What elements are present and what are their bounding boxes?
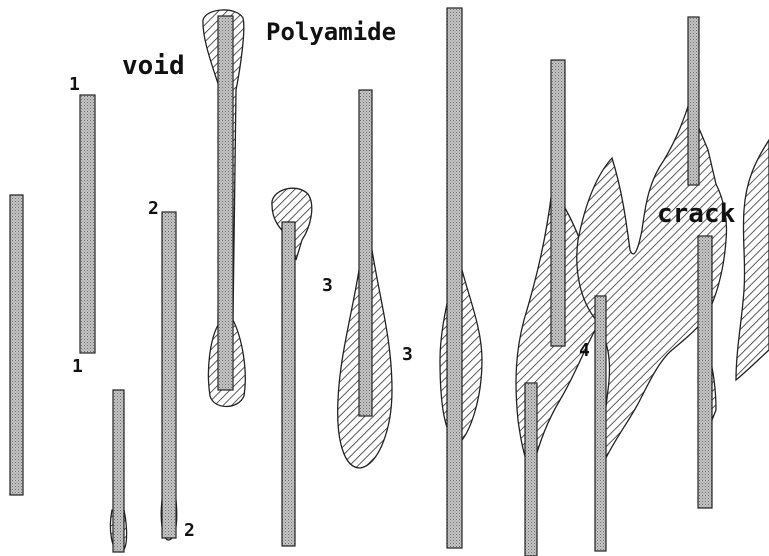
fiber-f bbox=[688, 17, 699, 185]
fiber-long bbox=[447, 8, 462, 548]
label-2-top: 2 bbox=[148, 198, 159, 219]
fiber-c bbox=[282, 222, 295, 546]
fiber-b bbox=[113, 390, 124, 552]
label-2-bottom: 2 bbox=[184, 520, 195, 541]
label-1-bottom: 1 bbox=[72, 356, 83, 377]
fiber-g bbox=[698, 236, 712, 508]
label-void: void bbox=[122, 51, 185, 81]
label-3-a: 3 bbox=[322, 275, 333, 296]
label-polyamide: Polyamide bbox=[266, 18, 396, 46]
fiber-1 bbox=[80, 95, 95, 353]
crack-region-right bbox=[736, 140, 769, 380]
fiber-3 bbox=[359, 90, 372, 416]
label-3-b: 3 bbox=[402, 344, 413, 365]
label-4: 4 bbox=[579, 340, 590, 361]
damage-regions bbox=[110, 10, 769, 552]
label-1-top: 1 bbox=[69, 74, 80, 95]
fiber-2 bbox=[162, 212, 176, 538]
fiber-d bbox=[551, 60, 565, 346]
label-crack: crack bbox=[657, 199, 736, 229]
fiber-e bbox=[525, 383, 537, 556]
fiber-void-top bbox=[218, 16, 233, 390]
fiber-a bbox=[10, 195, 23, 495]
fiber-4 bbox=[595, 296, 606, 551]
